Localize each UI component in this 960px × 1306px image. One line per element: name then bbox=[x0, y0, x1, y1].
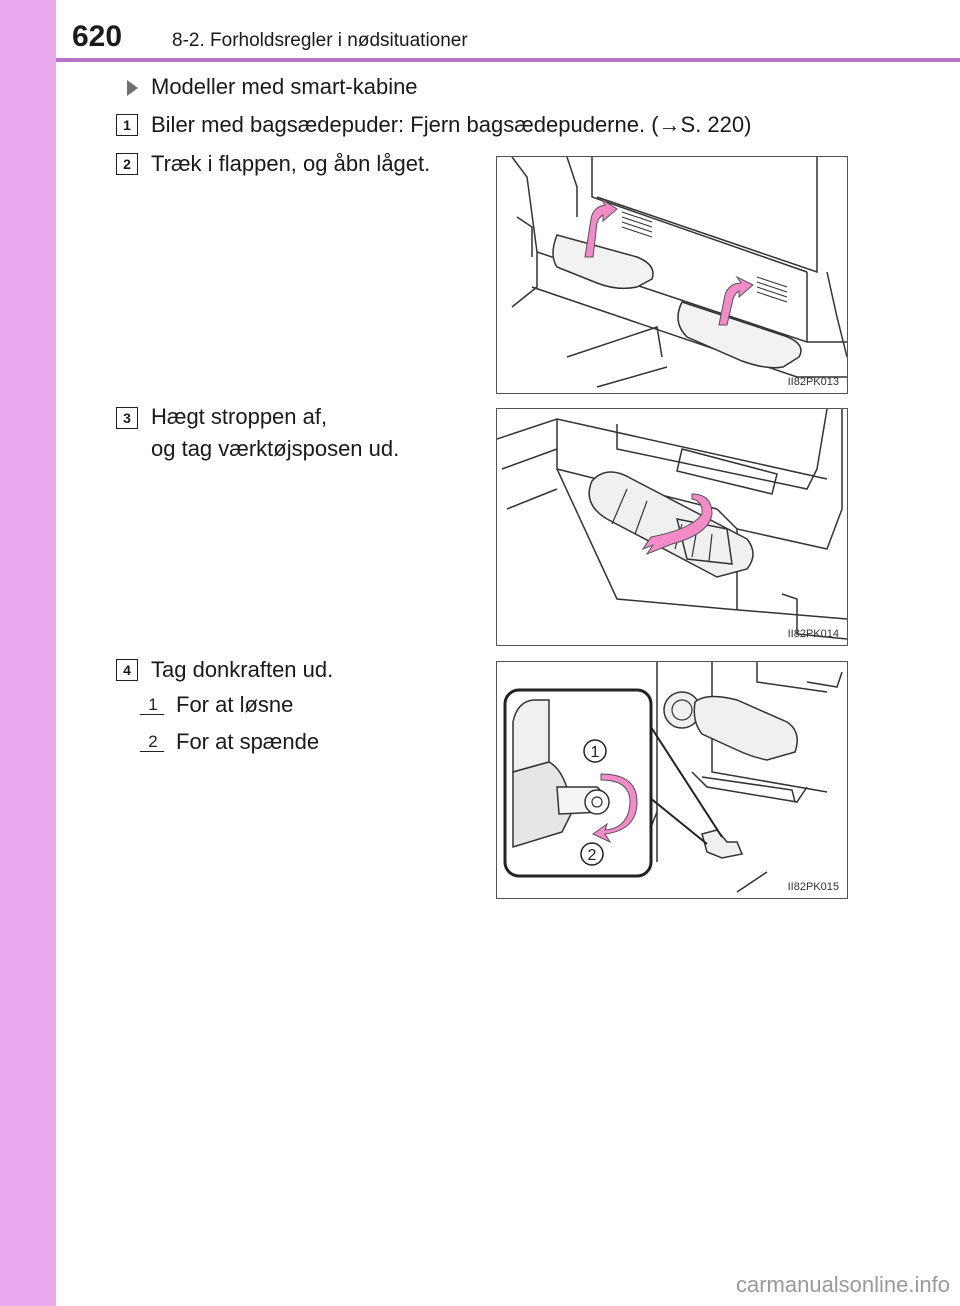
figure-code: II82PK015 bbox=[787, 881, 839, 893]
sub-step-1-text: For at løsne bbox=[176, 692, 294, 717]
step-3-line-1: Hægt stroppen af, bbox=[151, 404, 328, 429]
step-3-line-2: og tag værktøjsposen ud. bbox=[151, 436, 400, 461]
header-rule bbox=[56, 58, 960, 62]
intro-heading: Modeller med smart-kabine bbox=[151, 74, 418, 99]
step-number-1: 1 bbox=[116, 114, 138, 136]
callout-loosen-label: 1 bbox=[591, 744, 600, 761]
step-2-text: Træk i flappen, og åbn låget. bbox=[151, 151, 431, 176]
sidebar-color-band bbox=[0, 0, 56, 1306]
figure-code: II82PK013 bbox=[787, 376, 839, 388]
figure-tool-bag: II82PK014 bbox=[496, 408, 848, 646]
tool-bag-illustration bbox=[497, 409, 847, 640]
page-number: 620 bbox=[72, 20, 123, 53]
step-number-3: 3 bbox=[116, 407, 138, 429]
triangle-bullet-icon bbox=[127, 80, 138, 96]
step-number-4: 4 bbox=[116, 659, 138, 681]
figure-open-flap: II82PK013 bbox=[496, 156, 848, 394]
sub-step-2-text: For at spænde bbox=[176, 729, 320, 754]
figure-code: II82PK014 bbox=[787, 628, 839, 640]
sub-step-number-2: 2 bbox=[140, 731, 164, 753]
step-4-text: Tag donkraften ud. bbox=[151, 657, 334, 682]
jack-illustration: 1 2 bbox=[503, 662, 843, 893]
callout-tighten-label: 2 bbox=[588, 847, 597, 864]
seat-flap-illustration bbox=[511, 157, 847, 388]
sub-step-number-1: 1 bbox=[140, 694, 164, 716]
step-number-2: 2 bbox=[116, 153, 138, 175]
figure-jack-removal: 1 2 II82PK015 bbox=[496, 661, 848, 899]
site-watermark: carmanualsonline.info bbox=[735, 1272, 950, 1297]
step-1-text: Biler med bagsædepuder: Fjern bagsædepud… bbox=[151, 112, 752, 137]
section-title: 8-2. Forholdsregler i nødsituationer bbox=[172, 30, 468, 51]
